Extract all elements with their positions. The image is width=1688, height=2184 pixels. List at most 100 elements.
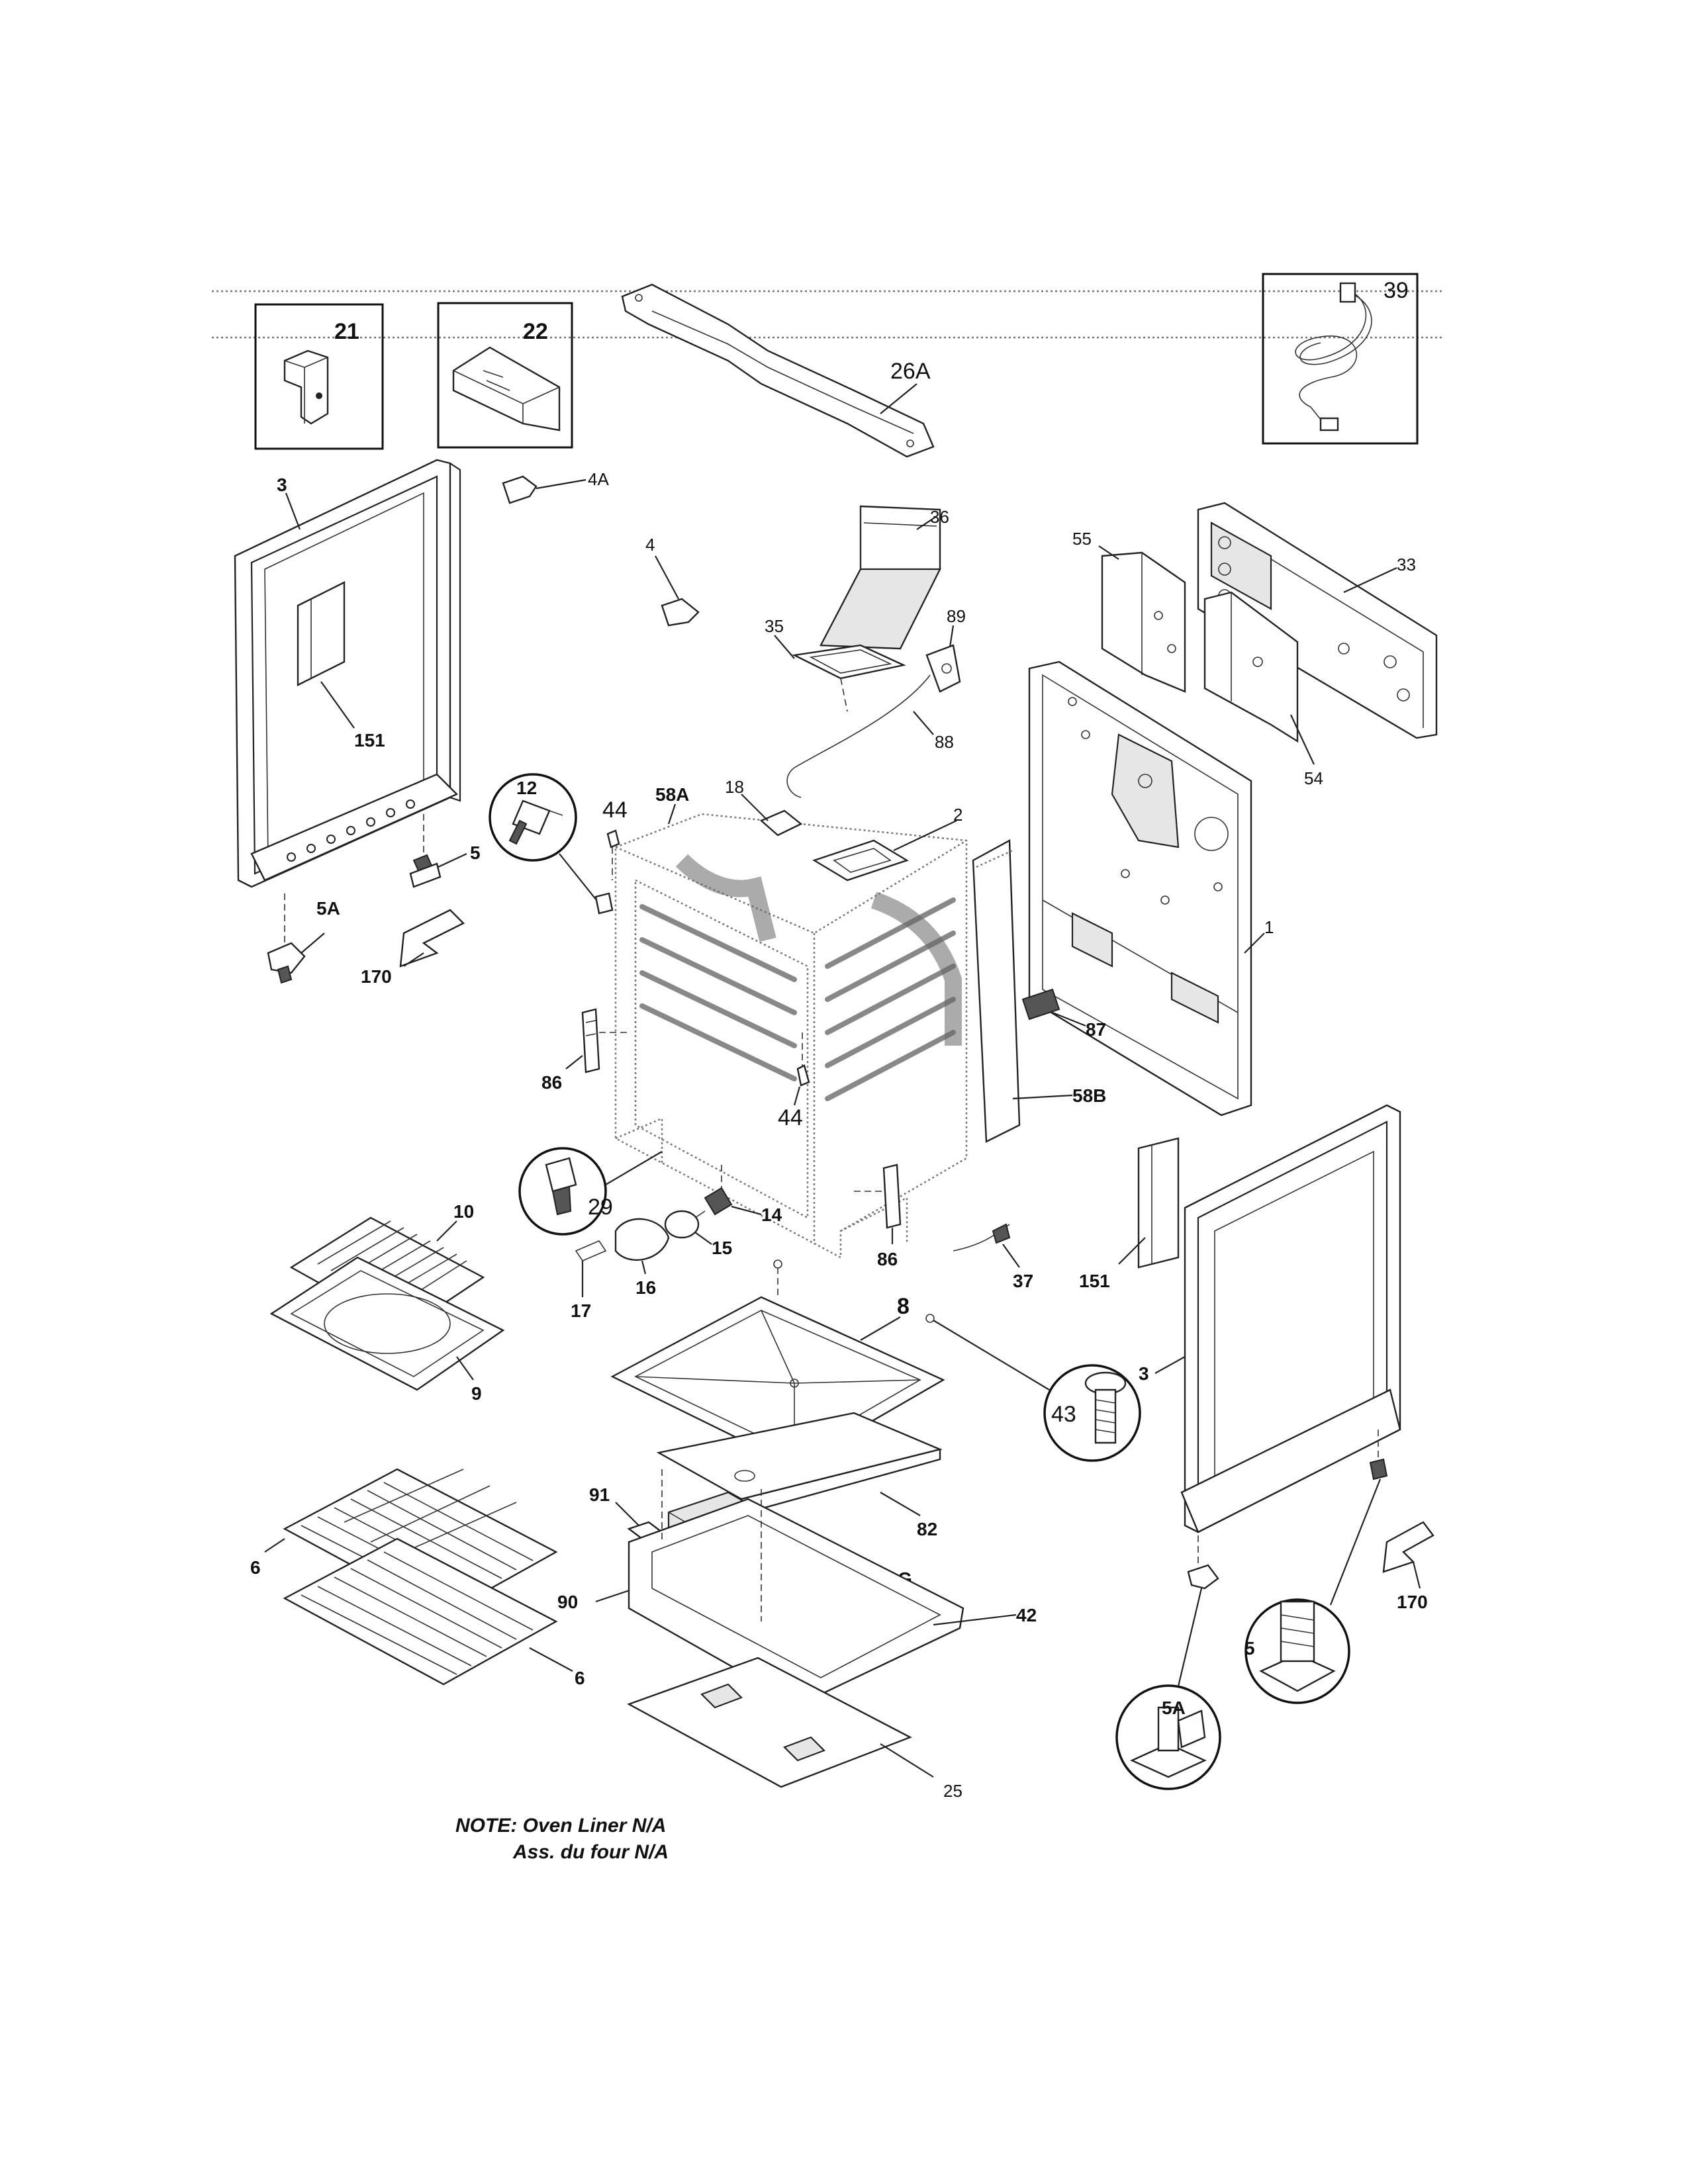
part-42-lower-frame[interactable]: 42 [628, 1469, 1037, 1709]
part-22-bracket-box[interactable]: 22 [437, 302, 573, 449]
part-43-screw-detail[interactable]: 43 [925, 1314, 1141, 1462]
label-5-left: 5 [470, 842, 481, 863]
part-26A-top-bracket[interactable]: 26A [621, 283, 935, 458]
note-line-1: NOTE: Oven Liner N/A [455, 1815, 666, 1837]
part-6-oven-rack-bottom[interactable]: 6 [283, 1537, 585, 1688]
label-88: 88 [935, 732, 954, 752]
label-18: 18 [725, 777, 744, 797]
label-1: 1 [1264, 917, 1274, 937]
label-82: 82 [917, 1519, 937, 1539]
part-170-right-anti-tip-bracket[interactable]: 170 [1382, 1521, 1434, 1612]
part-5-right-leveler[interactable]: 5 [1244, 1430, 1388, 1704]
label-42: 42 [1016, 1605, 1037, 1625]
part-18-sensor-clip[interactable]: 18 [725, 777, 803, 837]
part-5A-right-foot[interactable]: 5A [1115, 1535, 1221, 1790]
label-86-left: 86 [541, 1072, 562, 1093]
part-15-lamp-bulb[interactable]: 15 [664, 1210, 732, 1258]
part-21-knob-box[interactable]: 21 [254, 303, 384, 450]
label-25: 25 [943, 1781, 962, 1801]
part-12-detail-callout[interactable]: 12 [489, 773, 614, 915]
part-35-gasket[interactable]: 35 [765, 616, 906, 712]
part-91-bracket[interactable]: 91 [589, 1484, 664, 1540]
label-5A-left: 5A [316, 898, 340, 919]
part-2-bracket[interactable]: 2 [812, 805, 962, 882]
label-12: 12 [516, 778, 537, 798]
part-151-right-bracket[interactable]: 151 [1079, 1137, 1180, 1291]
part-44-mid-screw[interactable]: 44 [778, 1032, 810, 1130]
label-2: 2 [953, 805, 962, 825]
label-21: 21 [334, 319, 359, 344]
label-89: 89 [947, 606, 966, 626]
part-170-left-anti-tip-bracket[interactable]: 170 [361, 909, 465, 987]
part-39-power-cord-box[interactable]: 39 [1262, 273, 1419, 445]
label-43: 43 [1051, 1402, 1076, 1427]
label-55: 55 [1072, 529, 1092, 549]
label-44-top: 44 [602, 797, 628, 823]
oven-liner-note: NOTE: Oven Liner N/A Ass. du four N/A [455, 1815, 669, 1863]
label-6-bottom: 6 [575, 1668, 585, 1688]
label-35: 35 [765, 616, 784, 636]
label-29: 29 [588, 1195, 613, 1220]
part-5-left-leveler[interactable]: 5 [409, 814, 481, 888]
label-44-mid: 44 [778, 1105, 803, 1130]
label-151-right: 151 [1079, 1271, 1110, 1291]
label-16: 16 [635, 1277, 656, 1298]
label-6-top: 6 [250, 1557, 261, 1578]
label-87: 87 [1086, 1019, 1106, 1040]
part-25-bottom-cover[interactable]: 25 [627, 1657, 962, 1801]
part-4-clip[interactable]: 4 [645, 535, 700, 627]
label-3-left: 3 [277, 475, 287, 495]
label-36: 36 [930, 507, 949, 527]
label-170-right: 170 [1397, 1592, 1428, 1612]
part-36-duct[interactable]: 36 [820, 505, 949, 650]
part-1-rear-panel[interactable]: 1 [1028, 660, 1274, 1116]
part-54-inner-panel[interactable]: 54 [1203, 591, 1323, 788]
label-15: 15 [712, 1238, 732, 1258]
part-29-detail-callout[interactable]: 29 [518, 1147, 663, 1236]
part-14-lamp-socket[interactable]: 14 [704, 1165, 782, 1225]
label-26A: 26A [890, 359, 931, 384]
label-10: 10 [453, 1201, 474, 1222]
part-86-right-hinge[interactable]: 86 [854, 1163, 902, 1269]
part-4A-clip[interactable]: 4A [502, 469, 609, 504]
label-14: 14 [761, 1205, 782, 1225]
part-3-left-side-panel[interactable]: 3 [234, 459, 461, 888]
label-17: 17 [571, 1300, 591, 1321]
part-89-sensor[interactable]: 89 [925, 606, 966, 693]
label-4A: 4A [588, 469, 609, 489]
part-55-panel[interactable]: 55 [1072, 529, 1186, 693]
part-16-lamp-lens[interactable]: 16 [614, 1218, 670, 1298]
part-82-heat-shield[interactable]: 82 [656, 1412, 943, 1539]
part-33-back-panel[interactable]: 33 [1197, 502, 1438, 739]
part-151-left-bracket[interactable]: 151 [297, 581, 385, 751]
label-58B: 58B [1072, 1085, 1106, 1106]
part-17-wire-clip[interactable]: 17 [571, 1240, 607, 1321]
label-54: 54 [1304, 768, 1323, 788]
label-8: 8 [897, 1294, 910, 1319]
part-5A-left-foot[interactable]: 5A [267, 893, 340, 984]
part-88-wire-harness[interactable]: 88 [786, 674, 954, 798]
label-5A-right: 5A [1162, 1698, 1186, 1718]
part-87-connector[interactable]: 87 [1021, 988, 1106, 1040]
label-4: 4 [645, 535, 655, 555]
label-58A: 58A [655, 784, 689, 805]
label-33: 33 [1397, 555, 1416, 574]
part-58A-oven-cavity[interactable]: 58A [614, 784, 968, 1259]
part-86-left-hinge[interactable]: 86 [541, 1008, 629, 1093]
label-90: 90 [557, 1592, 578, 1612]
label-91: 91 [589, 1484, 610, 1505]
part-37-wire[interactable]: 37 [953, 1223, 1033, 1291]
label-86-right: 86 [877, 1249, 898, 1269]
label-39: 39 [1383, 278, 1409, 303]
part-3-right-side-panel[interactable]: 3 [1139, 1104, 1401, 1533]
label-9: 9 [471, 1383, 482, 1404]
part-44-top-screw[interactable]: 44 [602, 797, 628, 880]
label-22: 22 [523, 319, 548, 344]
part-9-broil-pan[interactable]: 9 [269, 1256, 505, 1404]
label-5-right: 5 [1244, 1638, 1255, 1659]
note-line-2: Ass. du four N/A [512, 1841, 669, 1863]
part-58B-insulation[interactable]: 58B [972, 839, 1106, 1143]
label-3-right: 3 [1139, 1363, 1149, 1384]
label-37: 37 [1013, 1271, 1033, 1291]
